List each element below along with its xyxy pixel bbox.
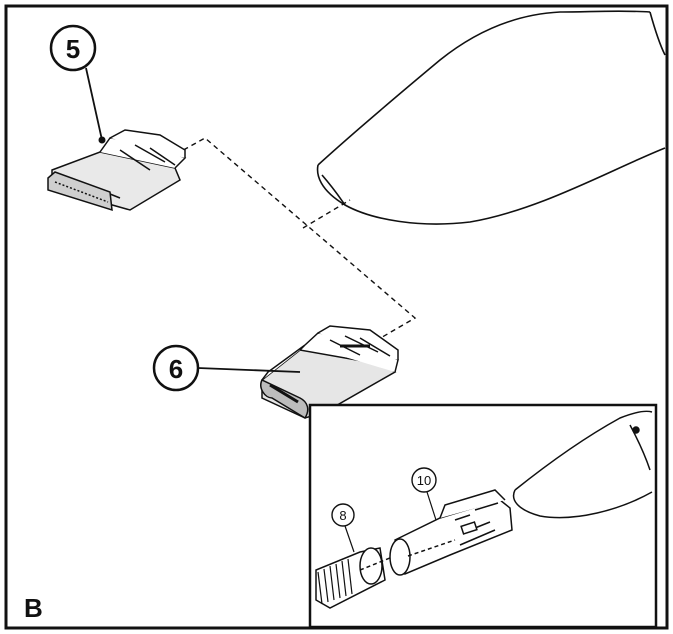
panel-letter: B	[24, 593, 43, 623]
callout-6-label: 6	[169, 354, 183, 384]
callout-10-label: 10	[417, 473, 431, 488]
alignment-dashed-line-2	[302, 199, 351, 229]
callout-8-label: 8	[339, 508, 346, 523]
inset-hose-part-8	[315, 547, 396, 609]
brush-attachment	[47, 129, 187, 212]
callout-8: 8	[331, 503, 355, 553]
callout-6: 6	[152, 344, 301, 392]
callout-5-label: 5	[66, 34, 80, 64]
callout-10: 10	[411, 467, 437, 521]
vacuum-body	[316, 10, 666, 225]
inset-vacuum-tip	[512, 410, 653, 519]
callout-5: 5	[49, 24, 106, 144]
inset-adapter-part-10	[389, 489, 513, 576]
alignment-dashed-line	[159, 137, 417, 344]
crevice-nozzle	[260, 325, 399, 420]
